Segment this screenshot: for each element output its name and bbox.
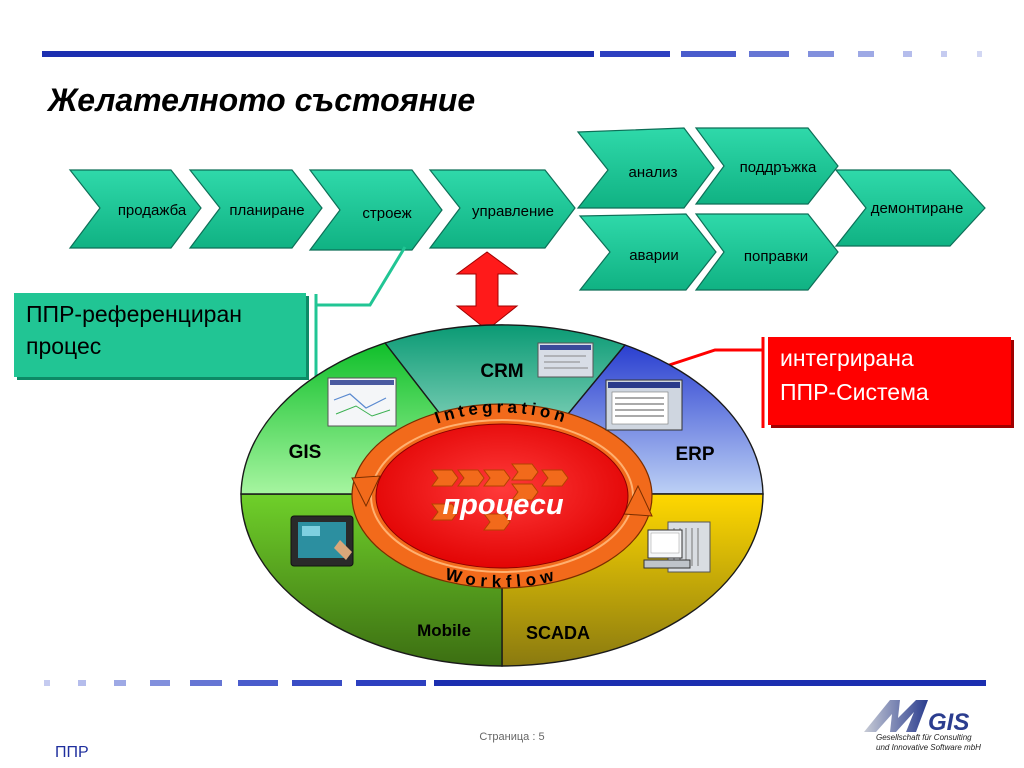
chevron-maintenance [694,127,839,205]
callout-ppr-process: ППР-референциран процес [14,293,306,377]
step-label-build: строеж [362,205,411,222]
callout-integrated-system: интегрирана ППР-Система [768,337,1011,425]
company-logo: GIS Gesellschaft für Consulting und Inno… [860,694,990,754]
callout-ppr-line2: процес [26,333,102,359]
chevron-planning [188,169,323,249]
callout-system-line2: ППР-Система [780,379,929,405]
step-label-repairs: поправки [744,248,808,265]
step-label-maintenance: поддръжка [740,159,817,176]
step-label-planning: планиране [229,202,304,219]
step-label-decommission: демонтиране [871,200,964,217]
left-callout-connector [316,246,407,307]
center-core [375,423,629,569]
chevron-manage [428,169,576,249]
center-label-processes: процеси [442,489,563,521]
step-label-sales: продажба [118,202,187,219]
mini-process-icons [431,463,569,531]
callout-ppr-line1: ППР-референциран [26,301,242,327]
chevron-decommission [834,169,986,247]
segment-label-scada: SCADA [526,623,590,643]
crm-thumbnail [537,342,594,378]
step-label-incidents: аварии [629,247,679,264]
header-bar [42,51,982,57]
step-label-manage: управление [472,203,554,220]
ring-arrow-right [623,484,653,517]
mobile-thumbnail [290,515,354,567]
segment-label-erp: ERP [675,444,714,465]
lifecycle-chain: продажба планиране строеж управление ана… [68,127,986,291]
segment-label-mobile: Mobile [417,621,471,640]
gis-thumbnail [327,377,397,427]
mgis-logo-mark: GIS [864,700,969,734]
footer-bar [44,680,986,686]
callout-system-line1: интегрирана [780,345,914,371]
footer-label: ППР [55,744,89,761]
scada-thumbnail [643,521,711,573]
page-title: Желателното състояние [48,82,476,118]
chevron-sales [68,169,202,249]
step-label-analysis: анализ [629,164,678,181]
chevron-build [308,169,443,251]
ring-arrow-left [351,475,381,508]
logo-line2: und Innovative Software mbH [876,743,981,752]
logo-line1: Gesellschaft für Consulting [876,733,972,742]
segment-label-gis: GIS [289,442,322,463]
segment-label-crm: CRM [480,361,523,382]
chevron-incidents [578,213,717,291]
page-number: Страница : 5 [479,731,545,743]
chevron-analysis [576,127,715,209]
logo-mark-text: GIS [928,709,969,734]
erp-thumbnail [605,379,683,431]
chevron-repairs [694,213,839,291]
